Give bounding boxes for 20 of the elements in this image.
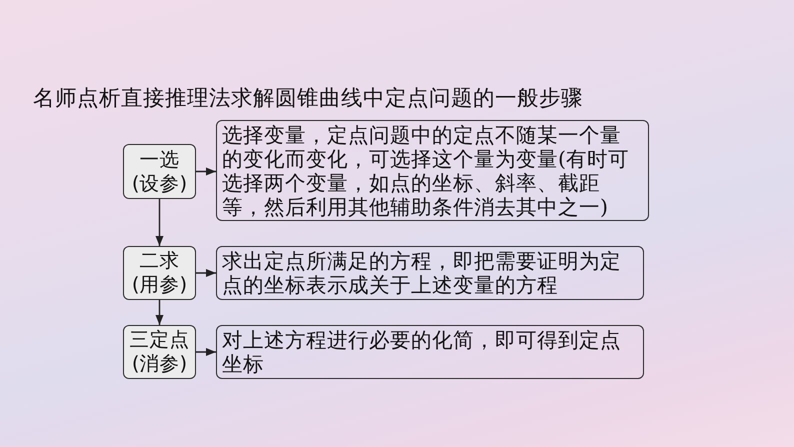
description-box bbox=[216, 325, 644, 379]
step-note: (设参) bbox=[132, 172, 188, 196]
step-box bbox=[123, 325, 196, 379]
step-box bbox=[123, 144, 196, 199]
description-text: 求出定点所满足的方程，即把需要证明为定点的坐标表示成关于上述变量的方程 bbox=[222, 249, 622, 297]
step-title: 三定点 bbox=[130, 328, 190, 352]
step-title: 二求 bbox=[140, 249, 180, 273]
description-text: 对上述方程进行必要的化简，即可得到定点坐标 bbox=[222, 328, 622, 376]
step-note: (用参) bbox=[132, 273, 188, 297]
step-note: (消参) bbox=[132, 352, 188, 376]
description-text: 选择变量，定点问题中的定点不随某一个量的变化而变化，可选择这个量为变量(有时可选择两个变量，如点的坐标、斜率、截距等，然后利用其他辅助条件消去其中之一) bbox=[222, 122, 630, 218]
arrow bbox=[196, 269, 216, 277]
arrow bbox=[196, 348, 216, 356]
step-box bbox=[123, 246, 196, 300]
step-title: 一选 bbox=[140, 148, 180, 172]
description-box bbox=[216, 246, 644, 300]
arrow bbox=[156, 199, 164, 246]
title: 名师点析直接推理法求解圆锥曲线中定点问题的一般步骤 bbox=[33, 85, 583, 113]
arrow bbox=[196, 168, 216, 176]
arrow bbox=[156, 300, 164, 325]
